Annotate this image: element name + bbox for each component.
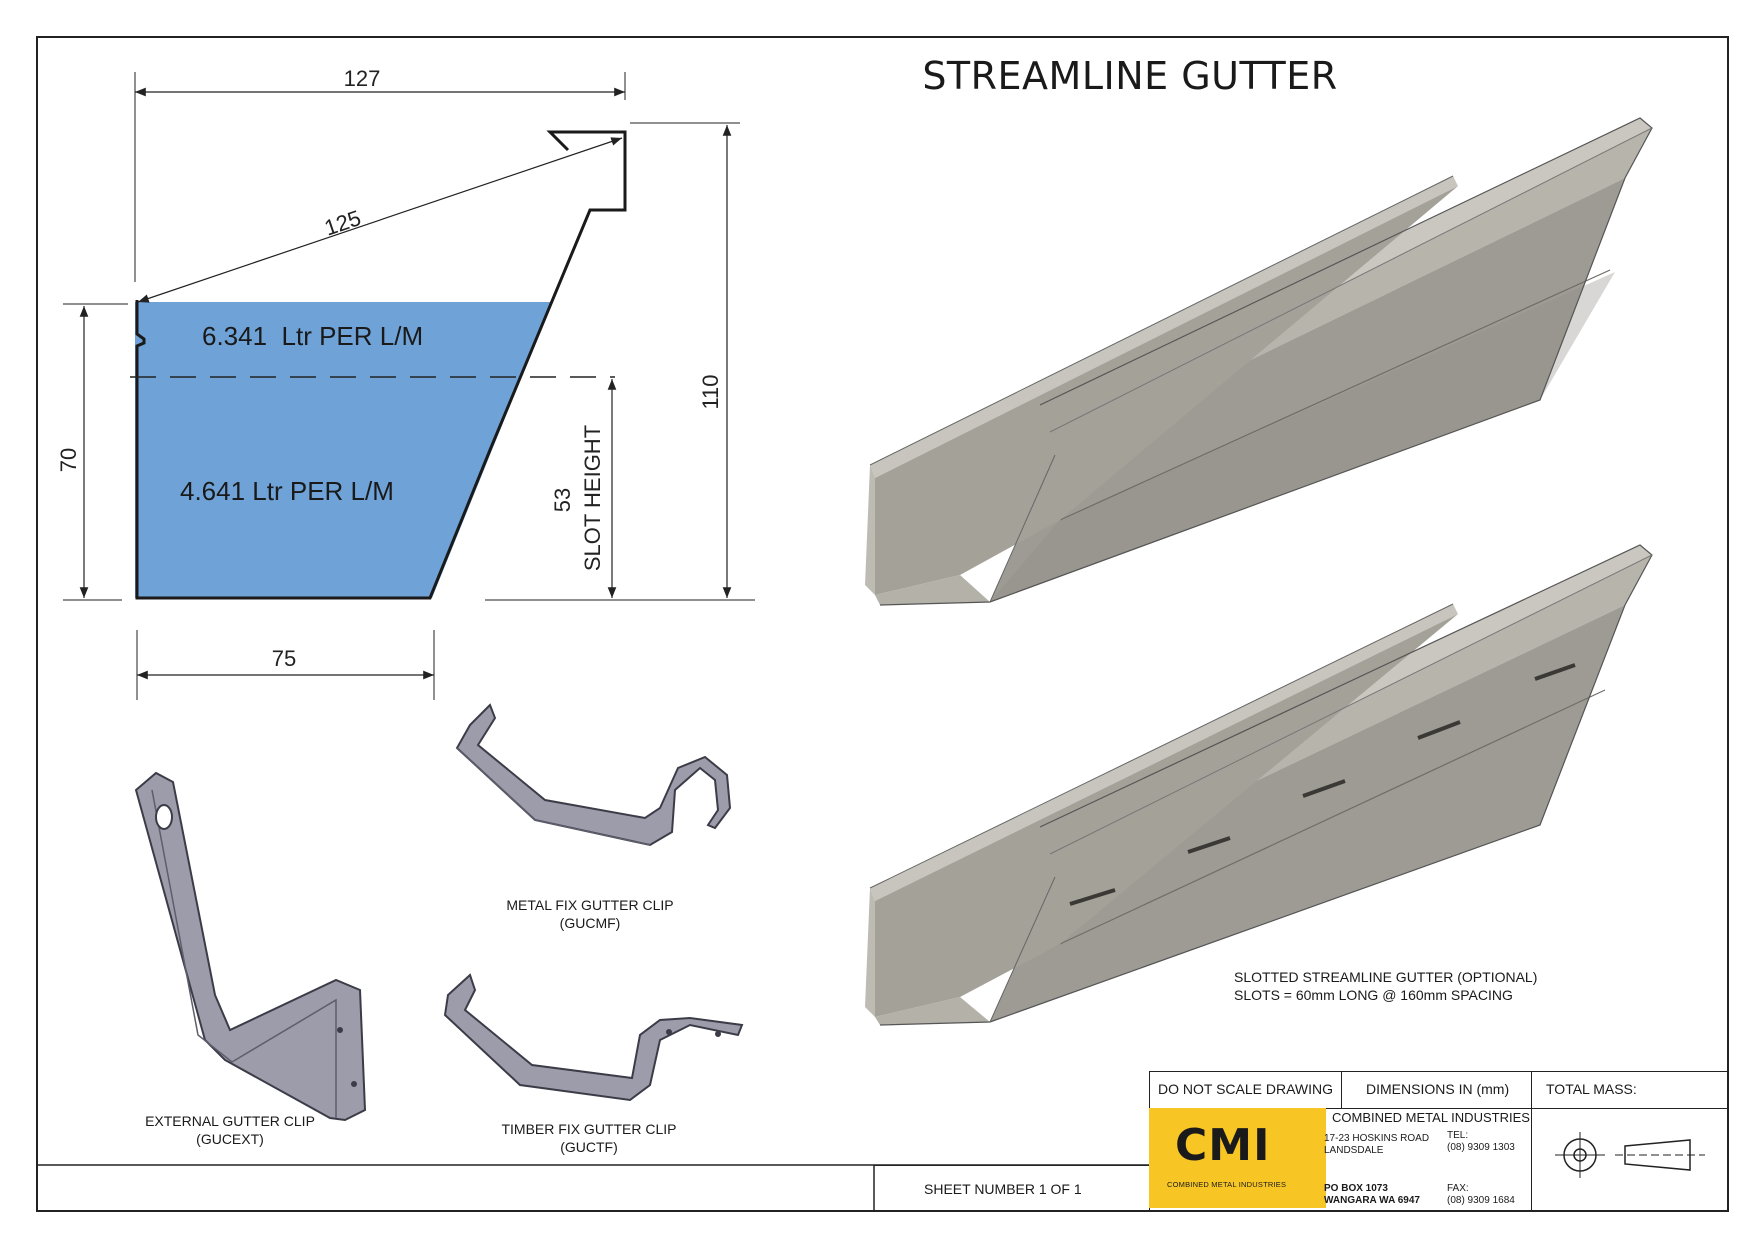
slotted-gutter-note: SLOTTED STREAMLINE GUTTER (OPTIONAL) SLO… [1234,969,1538,1003]
external-gutter-clip [134,771,367,1122]
slot [1069,888,1116,906]
dim-53-text: 53 [550,488,575,512]
drawing-title: STREAMLINE GUTTER [922,54,1338,98]
capacity-upper-text: 6.341 Ltr PER L/M [202,321,423,351]
dim-75-text: 75 [272,646,296,671]
dim-line-125 [137,137,623,303]
slot [1187,836,1231,854]
dim-125-text: 125 [321,205,364,240]
projection-symbol-icon [1555,1132,1705,1178]
external-clip-label: EXTERNAL GUTTER CLIP (GUCEXT) [145,1113,315,1147]
cmi-logo-box: CMI COMBINED METAL INDUSTRIES [1149,1108,1326,1208]
slot-height-label: SLOT HEIGHT [580,425,605,571]
gutter-3d-plain [865,117,1653,606]
cmi-logo: CMI [1175,1120,1271,1171]
company-tel: TEL: (08) 9309 1303 [1447,1130,1515,1153]
metal-fix-clip [455,703,732,847]
capacity-lower-text: 4.641 Ltr PER L/M [180,476,394,506]
total-mass-cell: TOTAL MASS: [1531,1071,1729,1109]
company-fax: FAX: (08) 9309 1684 [1447,1183,1515,1206]
company-name: COMBINED METAL INDUSTRIES [1332,1110,1530,1125]
metal-clip-label: METAL FIX GUTTER CLIP (GUCMF) [506,897,674,931]
slot [1534,663,1576,681]
slot [1417,720,1461,740]
company-po-box: PO BOX 1073 WANGARA WA 6947 [1324,1183,1420,1206]
drawing-frame [36,36,1729,1212]
gutter-profile [135,130,627,600]
dimensions-cell: DIMENSIONS IN (mm) [1341,1071,1532,1109]
do-not-scale-cell: DO NOT SCALE DRAWING [1149,1071,1342,1109]
gutter-3d-slotted [865,544,1653,1026]
timber-clip-label: TIMBER FIX GUTTER CLIP (GUCTF) [501,1121,677,1155]
dim-110-text: 110 [698,374,723,409]
projection-cell [1531,1108,1729,1212]
slot [1302,779,1346,798]
dim-127-text: 127 [344,66,381,91]
timber-fix-clip [443,973,744,1102]
water-fill-area [135,302,552,598]
clip-hole-icon [155,804,173,830]
dim-70-text: 70 [56,448,81,472]
cmi-logo-subtitle: COMBINED METAL INDUSTRIES [1167,1180,1287,1189]
company-address: 17-23 HOSKINS ROAD LANDSDALE [1324,1133,1430,1156]
sheet-number-cell: SHEET NUMBER 1 OF 1 [874,1165,1150,1212]
